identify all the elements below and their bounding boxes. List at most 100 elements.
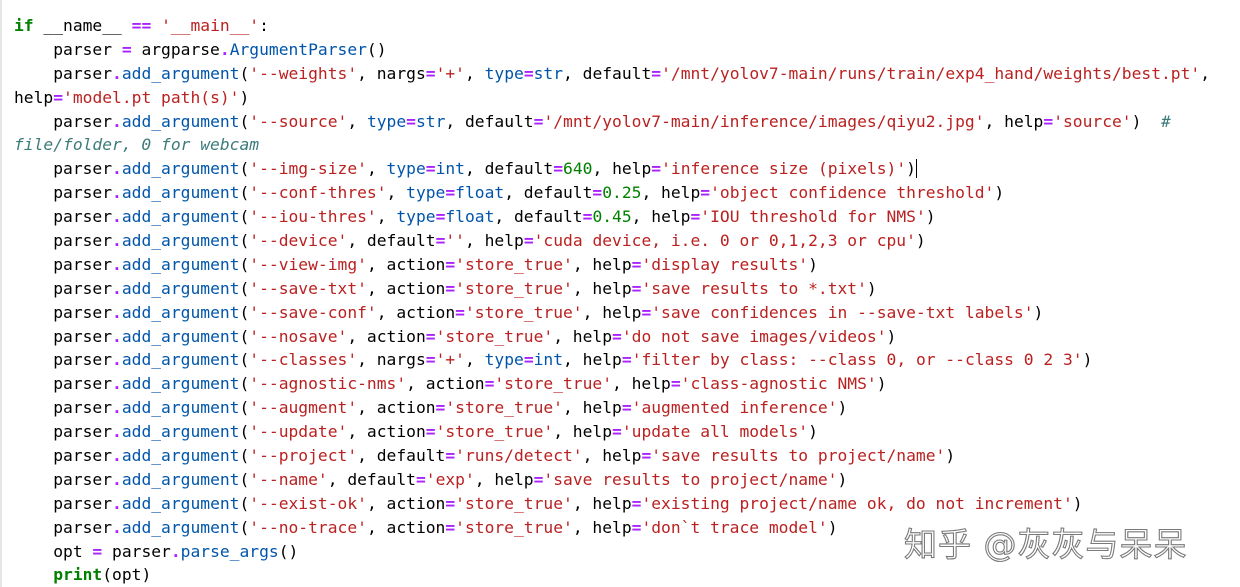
code-line[interactable]: opt = parser.parse_args() xyxy=(14,540,1240,564)
code-token: , xyxy=(1200,63,1211,83)
code-line[interactable]: file/folder, 0 for webcam xyxy=(14,133,1240,157)
code-token: ) xyxy=(837,398,848,418)
string-token: '/mnt/yolov7-main/inference/images/qiyu2… xyxy=(543,111,985,131)
code-line[interactable]: parser.add_argument('--no-trace', action… xyxy=(14,516,1240,540)
string-token: '--img-size' xyxy=(249,159,367,179)
operator-token: = xyxy=(621,350,632,370)
code-line[interactable]: parser.add_argument('--update', action='… xyxy=(14,420,1240,444)
operator-token: . xyxy=(170,541,181,561)
code-token: parser xyxy=(102,541,171,561)
string-token: '--nosave' xyxy=(249,326,348,346)
name-token: str xyxy=(533,63,564,83)
code-line[interactable]: parser.add_argument('--exist-ok', action… xyxy=(14,492,1240,516)
code-line[interactable]: parser.add_argument('--project', default… xyxy=(14,444,1240,468)
string-token: 'augmented inference' xyxy=(631,398,838,418)
operator-token: . xyxy=(112,374,122,394)
string-token: 'update all models' xyxy=(621,422,809,442)
code-line[interactable]: parser.add_argument('--view-img', action… xyxy=(14,253,1240,277)
code-line[interactable]: parser.add_argument('--save-conf', actio… xyxy=(14,301,1240,325)
operator-token: . xyxy=(112,231,122,251)
code-token: , help xyxy=(582,446,642,466)
code-line[interactable]: print(opt) xyxy=(14,563,1240,587)
code-token: parser xyxy=(14,374,113,394)
code-token: ) xyxy=(1082,350,1093,370)
operator-token: = xyxy=(533,469,544,489)
code-token: parser xyxy=(14,254,113,274)
code-line[interactable]: parser.add_argument('--device', default=… xyxy=(14,229,1240,253)
code-line[interactable]: parser.add_argument('--augment', action=… xyxy=(14,396,1240,420)
code-token: , xyxy=(386,183,407,203)
comment-token: file/folder, 0 for webcam xyxy=(14,135,260,155)
operator-token: = xyxy=(121,39,132,59)
code-token: , nargs xyxy=(357,63,426,83)
code-token: ) xyxy=(866,278,877,298)
operator-token: . xyxy=(112,183,122,203)
code-token: ( xyxy=(239,326,250,346)
code-line[interactable]: parser.add_argument('--agnostic-nms', ac… xyxy=(14,372,1240,396)
name-token: type xyxy=(366,111,407,131)
string-token: 'cuda device, i.e. 0 or 0,1,2,3 or cpu' xyxy=(533,231,916,251)
operator-token: = xyxy=(582,207,593,227)
code-token: ( xyxy=(239,446,250,466)
string-token: 'display results' xyxy=(641,254,809,274)
code-line[interactable]: parser = argparse.ArgumentParser() xyxy=(14,38,1240,62)
string-token: 'exp' xyxy=(425,469,475,489)
code-token: parser xyxy=(14,398,113,418)
operator-token: = xyxy=(425,350,436,370)
code-line[interactable]: parser.add_argument('--nosave', action='… xyxy=(14,325,1240,349)
operator-token: . xyxy=(112,111,122,131)
code-token: ) xyxy=(994,183,1005,203)
code-token: , help xyxy=(474,469,534,489)
name-token: int xyxy=(533,350,564,370)
operator-token: = xyxy=(425,422,436,442)
code-token: ( xyxy=(239,183,250,203)
string-token: 'store_true' xyxy=(494,374,613,394)
code-token: , default xyxy=(465,159,554,179)
code-token: ) xyxy=(239,87,250,107)
operator-token: = xyxy=(435,207,446,227)
operator-token: = xyxy=(53,87,64,107)
code-token: ) xyxy=(1033,302,1044,322)
code-line[interactable]: if __name__ == '__main__': xyxy=(14,14,1240,38)
code-token: ) xyxy=(808,254,818,274)
code-line[interactable]: parser.add_argument('--iou-thres', type=… xyxy=(14,205,1240,229)
string-token: 'object confidence threshold' xyxy=(710,183,995,203)
name-token: type xyxy=(484,350,524,370)
code-token: parser xyxy=(14,183,113,203)
code-token: ) xyxy=(1131,111,1162,131)
string-token: 'store_true' xyxy=(455,278,573,298)
code-line[interactable]: help='model.pt path(s)') xyxy=(14,86,1240,110)
code-line[interactable]: parser.add_argument('--img-size', type=i… xyxy=(14,157,1240,181)
code-line[interactable]: parser.add_argument('--save-txt', action… xyxy=(14,277,1240,301)
string-token: '--view-img' xyxy=(249,254,367,274)
operator-token: . xyxy=(112,422,122,442)
string-token: '--agnostic-nms' xyxy=(249,374,407,394)
code-token xyxy=(14,565,53,584)
code-token: ( xyxy=(239,254,250,274)
code-token xyxy=(151,16,161,35)
code-block[interactable]: if __name__ == '__main__': parser = argp… xyxy=(2,14,1240,587)
string-token: '+' xyxy=(435,63,465,83)
code-token: parser xyxy=(14,278,113,298)
string-token: 'source' xyxy=(1053,111,1132,131)
operator-token: = xyxy=(415,469,426,489)
comment-token: # xyxy=(1161,111,1171,131)
code-line[interactable]: parser.add_argument('--name', default='e… xyxy=(14,468,1240,492)
code-line[interactable]: parser.add_argument('--weights', nargs='… xyxy=(14,62,1240,86)
string-token: 'store_true' xyxy=(435,326,554,346)
code-token: ( xyxy=(239,63,250,83)
operator-token: . xyxy=(112,350,122,370)
code-line[interactable]: parser.add_argument('--source', type=str… xyxy=(14,110,1240,134)
code-token: , action xyxy=(376,302,456,322)
operator-token: = xyxy=(425,159,436,179)
code-token: ) xyxy=(837,469,848,489)
code-token: ) xyxy=(827,517,838,537)
operator-token: = xyxy=(1043,111,1054,131)
name-token: type xyxy=(386,159,426,179)
number-token: 640 xyxy=(563,159,593,179)
code-line[interactable]: parser.add_argument('--conf-thres', type… xyxy=(14,181,1240,205)
string-token: '--exist-ok' xyxy=(249,493,367,513)
code-line[interactable]: parser.add_argument('--classes', nargs='… xyxy=(14,348,1240,372)
name-token: add_argument xyxy=(121,111,240,131)
